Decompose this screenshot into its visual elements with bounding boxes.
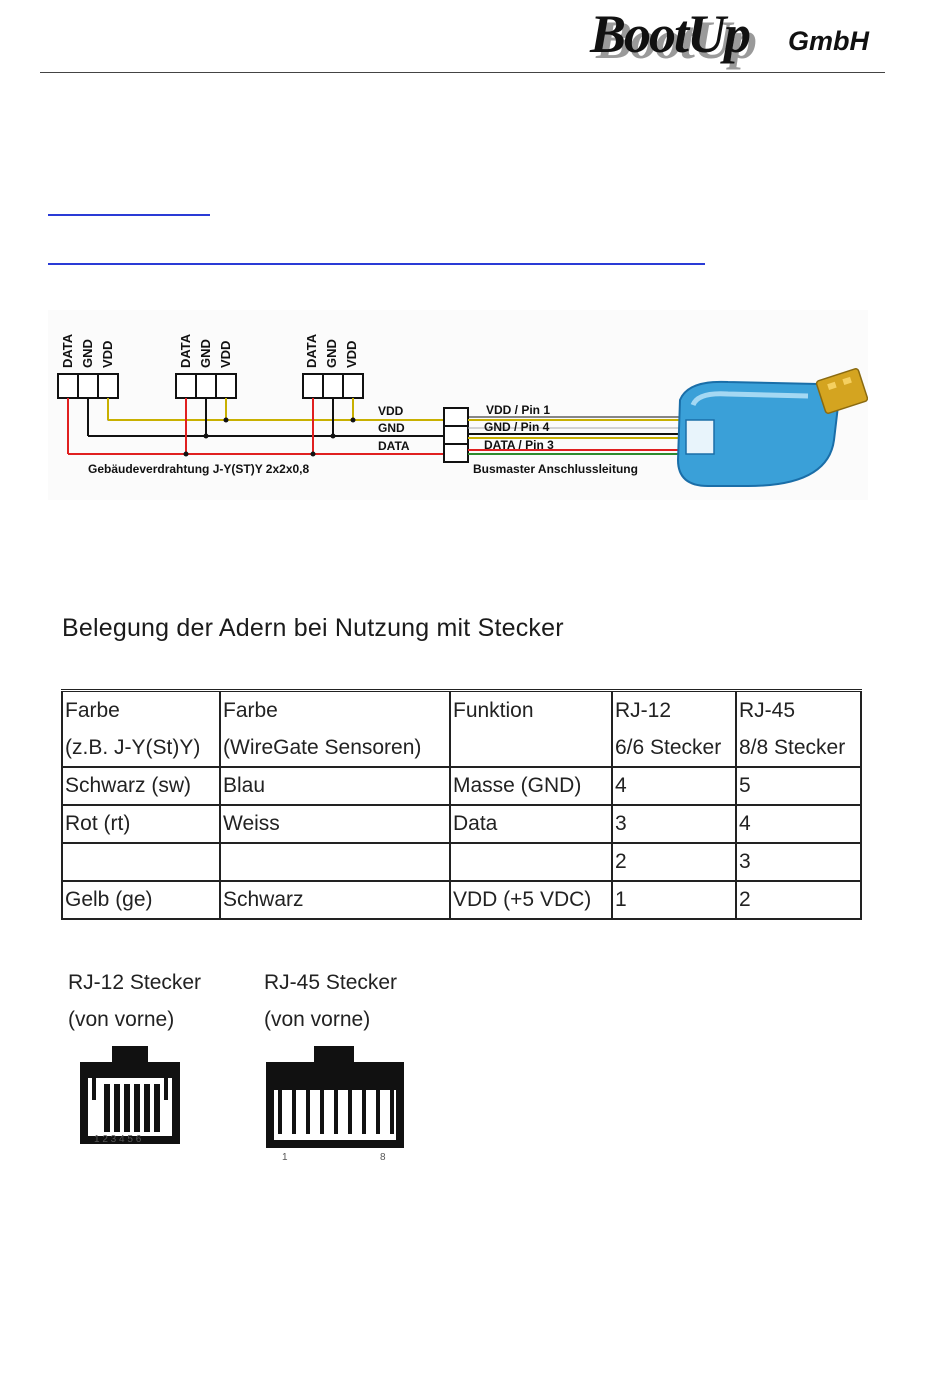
table-cell: VDD (+5 VDC) — [449, 880, 613, 920]
usb-busmaster-icon — [676, 368, 869, 487]
busmaster-cable — [468, 416, 682, 455]
rj12-connector-icon: 1 2 3 4 5 6 — [60, 1040, 210, 1175]
building-wiring-caption: Gebäudeverdrahtung J-Y(ST)Y 2x2x0,8 — [88, 462, 310, 476]
table-row: Rot (rt) Weiss Data 3 4 — [61, 804, 862, 844]
pin-label-vdd-pin1: VDD / Pin 1 — [486, 403, 550, 417]
pin-label-data: DATA — [178, 333, 193, 368]
hyperlink-underline-short[interactable] — [48, 214, 210, 216]
rj45-pin-last: 8 — [380, 1152, 386, 1163]
terminal-block — [443, 407, 469, 463]
table-cell: Weiss — [219, 804, 451, 844]
company-suffix: GmbH — [788, 26, 869, 56]
bus-label-gnd: GND — [378, 421, 405, 435]
table-cell: 4 — [611, 766, 737, 806]
rj45-title: RJ-45 Stecker — [264, 971, 398, 994]
header-divider — [40, 72, 885, 73]
table-cell: Schwarz — [219, 880, 451, 920]
wiring-diagram-svg: DATA GND VDD DATA GND VDD DATA GND VDD — [57, 333, 869, 487]
pin-label-gnd-pin4: GND / Pin 4 — [484, 420, 550, 434]
table-cell: Blau — [219, 766, 451, 806]
table-cell: Data — [449, 804, 613, 844]
table-row: Gelb (ge) Schwarz VDD (+5 VDC) 1 2 — [61, 880, 862, 920]
pin-assignment-table: Farbe(z.B. J-Y(St)Y) Farbe(WireGate Sens… — [61, 689, 862, 920]
wiring-diagram: DATA GND VDD DATA GND VDD DATA GND VDD — [48, 310, 869, 500]
table-cell: Masse (GND) — [449, 766, 613, 806]
table-cell: Schwarz (sw) — [61, 766, 221, 806]
table-cell: 4 — [735, 804, 862, 844]
table-cell: 5 — [735, 766, 862, 806]
table-cell: 2 — [735, 880, 862, 920]
sensor-connector-1: DATA GND VDD — [57, 333, 119, 399]
table-row: Schwarz (sw) Blau Masse (GND) 4 5 — [61, 766, 862, 806]
company-logo: BootUp BootUp GmbH — [590, 2, 890, 72]
pin-label-vdd: VDD — [100, 341, 115, 368]
sensor-connector-3: DATA GND VDD — [302, 333, 364, 399]
table-cell: 1 — [611, 880, 737, 920]
pin-label-gnd: GND — [198, 339, 213, 368]
table-cell: 2 — [611, 842, 737, 882]
header-cell-function: Funktion — [449, 689, 613, 768]
logo-shadow: BootUp — [596, 10, 757, 70]
rj45-connector-icon: 1 8 — [258, 1040, 418, 1175]
rj12-pin-numbers: 1 2 3 4 5 6 — [94, 1134, 142, 1145]
header-cell-color-wiregate: Farbe(WireGate Sensoren) — [219, 689, 451, 768]
rj12-title: RJ-12 Stecker — [68, 971, 202, 994]
rj45-subtitle: (von vorne) — [264, 1008, 371, 1031]
hyperlink-underline-long[interactable] — [48, 263, 705, 265]
bus-label-data: DATA — [378, 439, 410, 453]
header-cell-color-cable: Farbe(z.B. J-Y(St)Y) — [61, 689, 221, 768]
busmaster-caption: Busmaster Anschlussleitung — [473, 462, 638, 476]
pin-label-gnd: GND — [324, 339, 339, 368]
bus-wires — [67, 398, 443, 457]
table-row: 2 3 — [61, 842, 862, 882]
bus-label-vdd: VDD — [378, 404, 404, 418]
table-cell: Gelb (ge) — [61, 880, 221, 920]
logo-wordmark: BootUp — [590, 4, 751, 64]
rj12-subtitle: (von vorne) — [68, 1008, 175, 1031]
pin-label-vdd: VDD — [218, 341, 233, 368]
table-cell: 3 — [735, 842, 862, 882]
table-cell — [449, 842, 613, 882]
sensor-connector-2: DATA GND VDD — [175, 333, 237, 399]
table-cell — [219, 842, 451, 882]
table-cell — [61, 842, 221, 882]
pin-label-vdd: VDD — [344, 341, 359, 368]
section-title: Belegung der Adern bei Nutzung mit Steck… — [62, 614, 564, 642]
table-cell: Rot (rt) — [61, 804, 221, 844]
rj12-caption: RJ-12 Stecker (von vorne) — [68, 964, 201, 1038]
pin-label-gnd: GND — [80, 339, 95, 368]
rj45-caption: RJ-45 Stecker (von vorne) — [264, 964, 397, 1038]
table-header-row: Farbe(z.B. J-Y(St)Y) Farbe(WireGate Sens… — [61, 689, 862, 768]
rj45-pin-first: 1 — [282, 1152, 288, 1163]
pin-label-data: DATA — [304, 333, 319, 368]
pin-label-data: DATA — [60, 333, 75, 368]
pin-label-data-pin3: DATA / Pin 3 — [484, 438, 554, 452]
table-cell: 3 — [611, 804, 737, 844]
